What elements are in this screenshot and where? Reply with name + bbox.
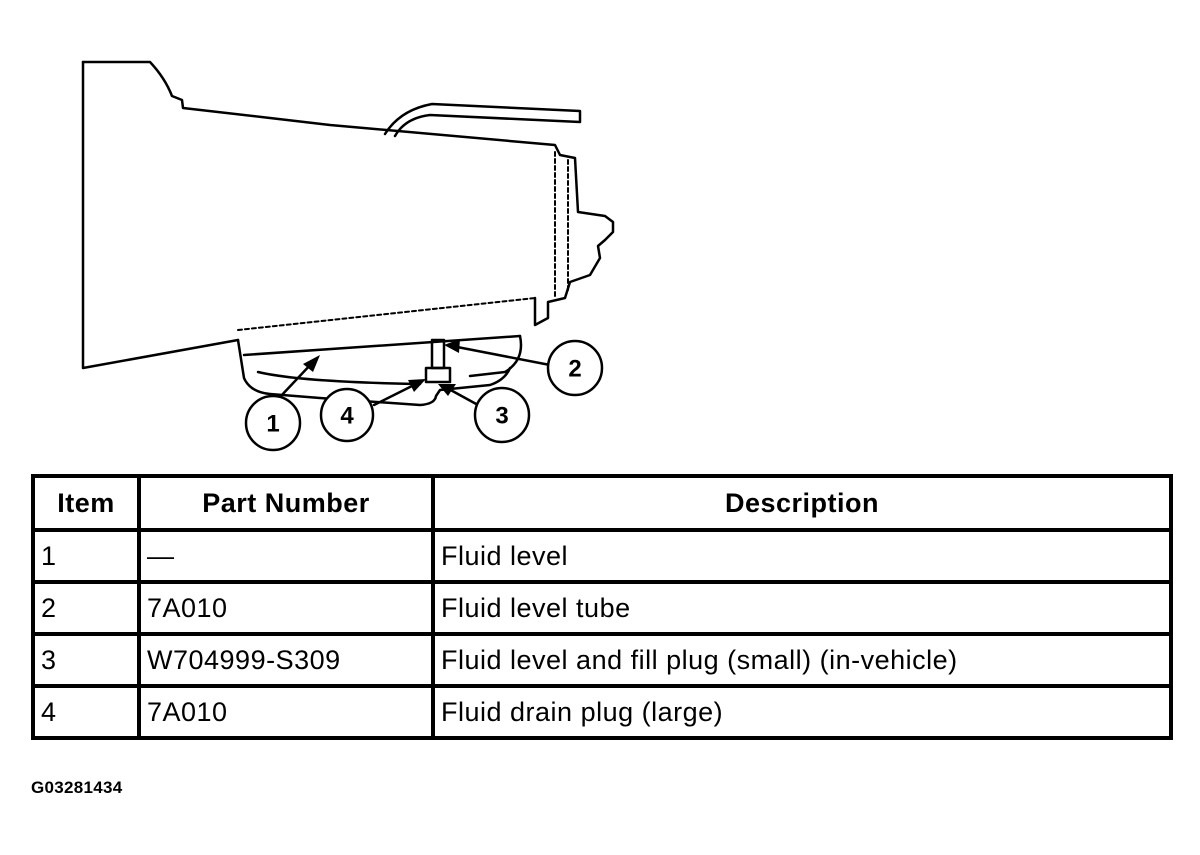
pan-upper-line: [242, 334, 522, 357]
cell-item: 1: [31, 528, 141, 584]
cell-description: Fluid drain plug (large): [431, 684, 1173, 740]
arrowhead-2: [444, 339, 460, 353]
arrowhead-3: [438, 384, 456, 396]
callout-label-2: 2: [568, 356, 581, 383]
arrowhead-1: [303, 355, 320, 372]
header-description: Description: [431, 474, 1173, 532]
callout-circle-1: [244, 394, 302, 452]
callout-label-1: 1: [266, 411, 279, 438]
cell-item: 2: [31, 580, 141, 636]
leader-line-4: [372, 382, 418, 407]
cell-item: 4: [31, 684, 141, 740]
table-row: 1 — Fluid level: [31, 528, 1173, 584]
pan-inner-curve: [256, 370, 422, 386]
callout-circle-2: [546, 339, 604, 397]
cell-description: Fluid level and fill plug (small) (in-ve…: [431, 632, 1173, 688]
table-header-row: Item Part Number Description: [31, 474, 1173, 532]
case-left-edge: [81, 60, 240, 370]
leader-line-1: [278, 360, 315, 399]
figure-id: G03281434: [31, 778, 123, 797]
cell-part-number: 7A010: [137, 684, 435, 740]
callout-circle-4: [319, 387, 375, 443]
callout-circle-3: [473, 386, 531, 444]
callout-label-3: 3: [495, 403, 508, 430]
callout-label-4: 4: [340, 403, 354, 430]
header-part-number: Part Number: [137, 474, 435, 532]
fluid-level-tube: [430, 338, 446, 370]
table-row: 3 W704999-S309 Fluid level and fill plug…: [31, 632, 1173, 688]
pan-right-curve: [468, 334, 523, 378]
leader-line-2: [450, 344, 552, 367]
fill-plug: [424, 366, 452, 384]
parts-table: Item Part Number Description 1 — Fluid l…: [31, 474, 1173, 740]
table-row: 2 7A010 Fluid level tube: [31, 580, 1173, 636]
filler-tube-top: [383, 102, 582, 138]
cell-description: Fluid level: [431, 528, 1173, 584]
cell-part-number: 7A010: [137, 580, 435, 636]
cell-part-number: W704999-S309: [137, 632, 435, 688]
cell-part-number: —: [137, 528, 435, 584]
arrowhead-4: [408, 379, 426, 392]
case-dashed-line: [237, 297, 536, 331]
leader-line-3: [445, 386, 480, 407]
header-item: Item: [31, 474, 141, 532]
table-row: 4 7A010 Fluid drain plug (large): [31, 684, 1173, 740]
cell-item: 3: [31, 632, 141, 688]
cell-description: Fluid level tube: [431, 580, 1173, 636]
transmission-case-outline: [81, 60, 615, 327]
transmission-illustration: 1 4 3 2: [81, 60, 615, 452]
oil-pan: [236, 338, 512, 407]
